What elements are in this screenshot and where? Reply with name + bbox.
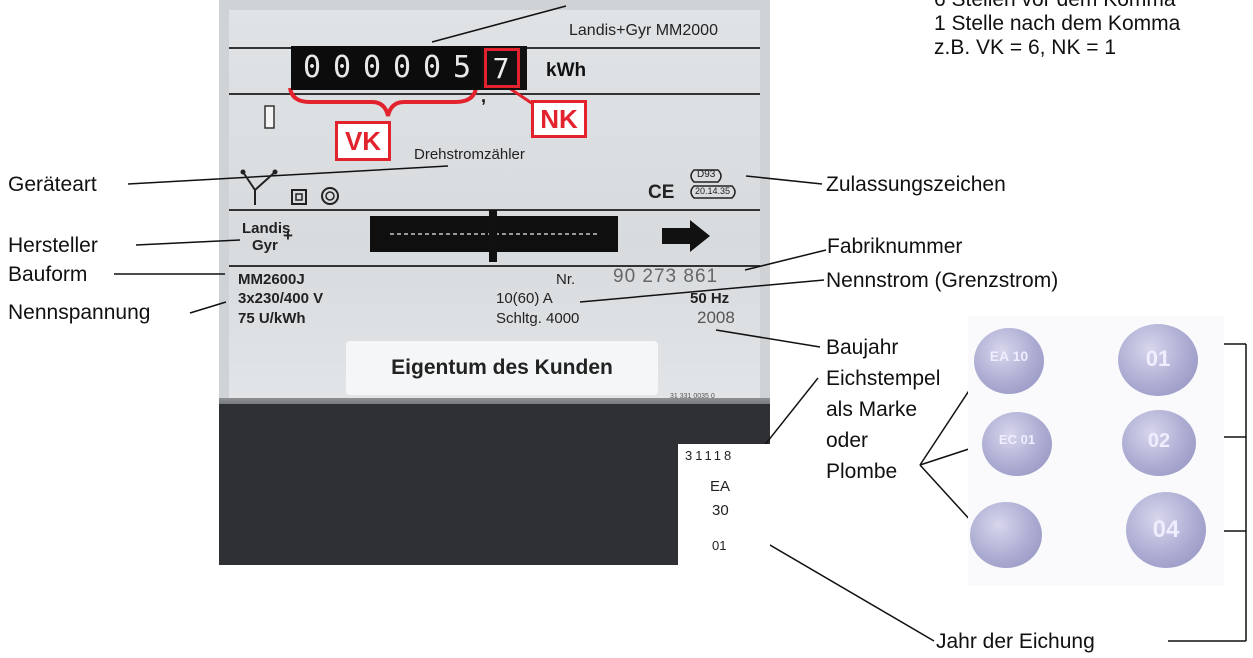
leader-fabriknummer [744,249,827,271]
ferraris-icon [321,187,339,205]
counter-digit: 0 [422,50,442,85]
decimal-comma: , [481,86,487,106]
sticker-ea: EA [710,478,731,495]
approval-frame-bottom [690,185,736,199]
counter-digit: 0 [302,50,322,85]
seal-3: EC 01 [982,412,1052,476]
meter-brand-model: Landis+Gyr MM2000 [569,22,718,39]
approval-frame-top [690,169,722,183]
annotation-nk-count: 1 Stelle nach dem Komma [934,12,1181,35]
seal-2: 01 [1118,324,1198,396]
three-phase-icon [242,171,276,205]
serial-prefix: Nr. [556,271,576,288]
leader-nennspannung [189,301,227,314]
calibration-sticker [678,444,770,568]
test-slot [264,105,275,129]
unit-label: kWh [546,60,587,81]
annotation-fabriknummer: Fabriknummer [827,235,963,258]
circuit-number: Schltg. 4000 [496,310,580,327]
leader-geraeteart [127,165,449,185]
seal-6: 04 [1126,492,1206,568]
seals-photo: EA 10 01 EC 01 02 04 [968,316,1224,586]
annotation-bauform: Bauform [8,263,88,286]
double-insulation-icon [291,189,307,205]
arrow-jahr-line [757,537,935,642]
annotation-example: z.B. VK = 6, NK = 1 [934,36,1117,59]
leader-zulassung [745,175,823,185]
counter-digit: 0 [392,50,412,85]
annotation-eichstempel-3: oder [826,429,869,452]
energy-counter: 0 0 0 0 0 5 [291,46,481,90]
annotation-baujahr: Baujahr [826,336,899,359]
annotation-geraeteart: Geräteart [8,173,97,196]
annotation-jahr-der-eichung: Jahr der Eichung [936,630,1095,653]
annotation-nennspannung: Nennspannung [8,301,151,324]
manufacturer-logo-plus: + [283,226,293,245]
approval-code: D93 [697,169,716,180]
nk-digit: 7 [492,52,510,85]
annotation-eichstempel-1: Eichstempel [826,367,941,390]
seal-5 [970,502,1042,568]
rated-current: 10(60) A [496,290,553,307]
leader-top [431,5,567,43]
meter-type: Drehstromzähler [414,146,525,163]
rated-voltage: 3x230/400 V [238,290,324,307]
annotation-hersteller: Hersteller [8,234,98,257]
nk-highlight [484,48,520,88]
vk-label: VK [335,121,391,161]
leader-seal-3 [919,464,973,523]
manufacturer-logo-line1: Landis [242,220,291,237]
annotation-zulassungszeichen: Zulassungszeichen [826,173,1006,196]
small-code: 31 331 0035 0 [670,393,715,400]
annotation-eichstempel-2: als Marke [826,398,918,421]
seal-4: 02 [1122,410,1196,476]
counter-digit: 5 [452,50,472,85]
serial-number: 90 273 861 [613,266,719,287]
leader-hersteller [135,239,241,246]
leader-baujahr [715,329,821,348]
vk-bracket [288,87,478,117]
meter-constant: 75 U/kWh [238,310,306,327]
seal-1: EA 10 [974,328,1044,394]
sticker-30: 30 [712,502,729,519]
counter-digit: 0 [362,50,382,85]
annotation-eichstempel-4: Plombe [826,460,898,483]
nk-label: NK [531,100,587,138]
approval-number: 20.14.35 [695,186,731,196]
leader-nennstrom [579,279,825,303]
build-year: 2008 [697,308,735,327]
rotor-mark [489,210,497,262]
counter-digit: 0 [332,50,352,85]
annotation-nennstrom: Nennstrom (Grenzstrom) [826,269,1059,292]
sticker-01: 01 [712,538,727,553]
manufacturer-logo-line2: Gyr [252,237,278,254]
ce-mark: CE [648,182,675,203]
direction-arrow-icon [662,220,710,252]
owner-label: Eigentum des Kunden [346,341,658,395]
model-number: MM2600J [238,271,305,288]
sticker-number: 31118 [685,448,735,463]
frequency: 50 Hz [690,290,730,307]
